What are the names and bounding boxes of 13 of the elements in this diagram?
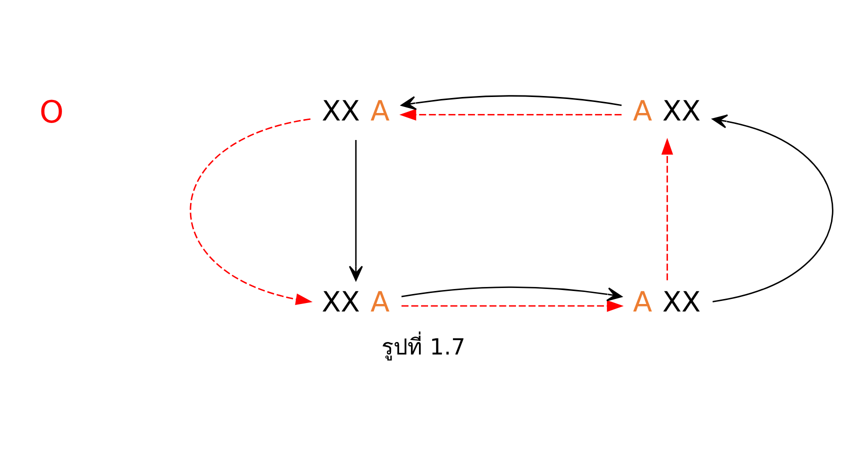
node-text: A XX [633,286,701,319]
arrow [400,95,622,110]
node-text: A XX [633,94,701,128]
node-text: XX A [322,94,390,128]
arrow [401,286,622,302]
arrow [402,300,624,312]
node-text: XX A [322,286,390,319]
label: O [39,94,64,131]
arrow [661,138,674,280]
arrow [399,108,622,121]
arrow [348,140,363,281]
arrow [712,114,834,302]
arrow [190,118,313,306]
